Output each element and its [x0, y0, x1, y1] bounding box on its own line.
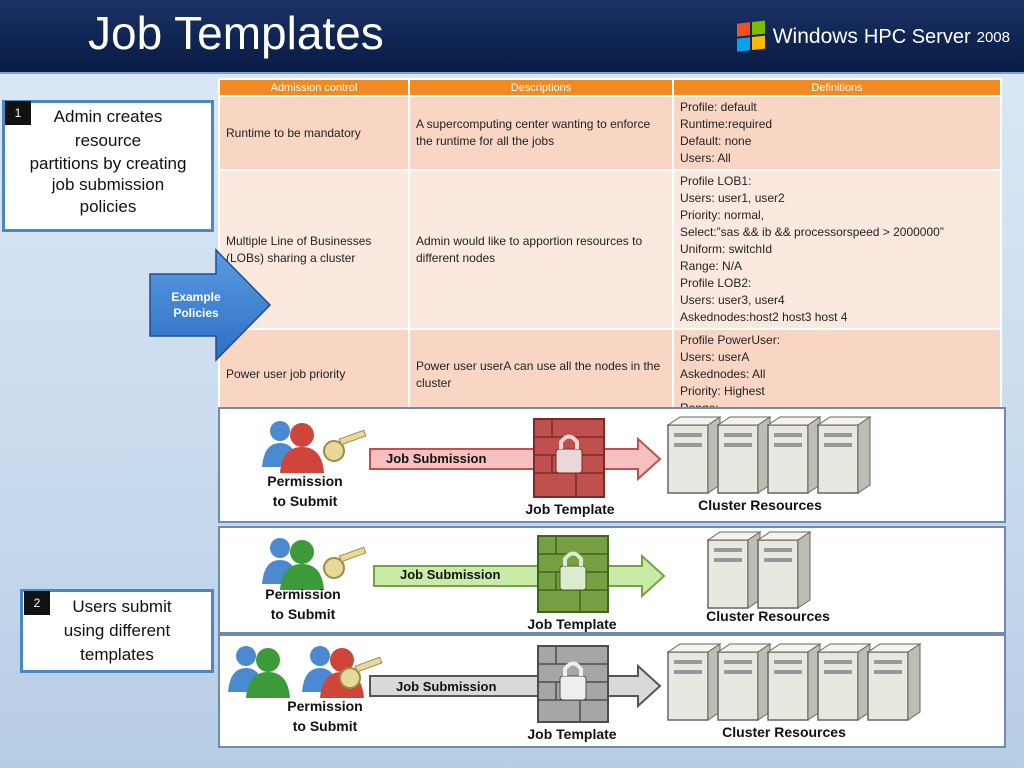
permission-label: Permission to Submit	[250, 471, 360, 511]
server-group	[662, 416, 872, 502]
brand-windows: Windows	[772, 25, 858, 48]
key-icon	[339, 656, 383, 689]
callout-users: Users submit using different templates	[20, 589, 214, 673]
job-template-label: Job Template	[527, 726, 617, 742]
definition-line: Profile: default	[680, 100, 757, 114]
definitions-cell: Profile LOB1: Users: user1, user2 Priori…	[672, 169, 1002, 330]
permission-line: Permission	[287, 698, 363, 714]
table-row: Power user job priority Power user userA…	[218, 328, 1002, 421]
permission-line: Permission	[265, 586, 341, 602]
definition-line: Runtime:required	[680, 117, 773, 131]
definition-line: Select:”sas && ib && processorspeed > 20…	[680, 225, 944, 239]
table-row: Multiple Line of Businesses (LOBs) shari…	[218, 169, 1002, 330]
example-policies-arrow	[149, 248, 272, 362]
firewall-lock-icon	[537, 645, 609, 723]
example-line: Policies	[173, 306, 219, 320]
definition-line: Priority: Highest	[680, 384, 765, 398]
firewall-lock-icon	[533, 418, 605, 498]
brand-product: HPC Server	[863, 25, 971, 48]
definition-line: Profile LOB1:	[680, 174, 752, 188]
brand-logo: Windows HPC Server 2008	[736, 20, 1010, 53]
permission-line: to Submit	[272, 493, 338, 509]
admission-control-cell: Runtime to be mandatory	[218, 95, 410, 171]
workflow-panel-2: Permission to Submit Job Submission Job …	[218, 526, 1006, 634]
server-group	[702, 531, 812, 617]
callout-line: policies	[79, 197, 137, 216]
permission-line: to Submit	[292, 718, 358, 734]
callout-line: resource	[74, 131, 142, 150]
server-group	[662, 643, 922, 729]
example-policies-label: Example Policies	[150, 289, 242, 321]
admission-control-cell: Power user job priority	[218, 328, 410, 421]
job-template-label: Job Template	[527, 616, 617, 632]
callout-line: Users submit	[72, 597, 172, 616]
job-submission-label: Job Submission	[396, 679, 497, 694]
description-cell: Power user userA can use all the nodes i…	[408, 328, 674, 421]
step-number-badge: 1	[5, 101, 31, 125]
column-header: Admission control	[218, 78, 410, 97]
cluster-servers-icon	[706, 531, 812, 609]
definition-line: Range: N/A	[680, 259, 743, 273]
definition-line: Askednodes: All	[680, 367, 766, 381]
windows-flag-icon	[736, 20, 767, 53]
key-icon	[323, 546, 367, 579]
brand-year: 2008	[976, 28, 1010, 46]
cluster-resources-label: Cluster Resources	[722, 724, 846, 740]
users-icon	[262, 421, 324, 473]
callout-line: job submission	[51, 175, 165, 194]
step-number-badge: 2	[24, 591, 50, 615]
key-icon	[323, 429, 367, 462]
cluster-servers-icon	[666, 416, 872, 494]
definition-line: Profile PowerUser:	[680, 333, 781, 347]
definition-line: Priority: normal,	[680, 208, 765, 222]
cluster-resources-label: Cluster Resources	[706, 608, 830, 624]
definition-line: Askednodes:host2 host3 host 4	[680, 310, 848, 324]
users-icon	[228, 646, 364, 698]
workflow-panel-3: Permission to Submit Job Submission Job …	[218, 634, 1006, 748]
firewall-lock-icon	[537, 535, 609, 613]
definitions-cell: Profile: default Runtime:required Defaul…	[672, 95, 1002, 171]
policy-table: Admission control Descriptions Definitio…	[218, 78, 1002, 421]
definition-line: Profile LOB2:	[680, 276, 752, 290]
callout-admin: Admin creates resource partitions by cre…	[2, 100, 214, 232]
permission-line: to Submit	[270, 606, 336, 622]
cluster-servers-icon	[666, 643, 922, 721]
workflow-panel-1: Permission to Submit Job Submission Job …	[218, 407, 1006, 523]
definition-line: Users: user3, user4	[680, 293, 785, 307]
callout-line: templates	[80, 645, 154, 664]
page-title: Job Templates	[88, 7, 384, 59]
job-submission-label: Job Submission	[386, 451, 487, 466]
callout-line: partitions by creating	[29, 154, 187, 173]
definition-line: Uniform: switchId	[680, 242, 773, 256]
title-bar: Job Templates Windows HPC Server 2008	[0, 0, 1024, 74]
permission-line: Permission	[267, 473, 343, 489]
column-header: Definitions	[672, 78, 1002, 97]
cluster-resources-label: Cluster Resources	[698, 497, 822, 513]
definitions-cell: Profile PowerUser: Users: userA Askednod…	[672, 328, 1002, 421]
description-cell: A supercomputing center wanting to enfor…	[408, 95, 674, 171]
definition-line: Users: All	[680, 151, 731, 165]
callout-line: using different	[63, 621, 171, 640]
example-line: Example	[171, 290, 221, 304]
column-header: Descriptions	[408, 78, 674, 97]
definition-line: Users: userA	[680, 350, 750, 364]
users-icon	[262, 538, 324, 590]
definition-line: Users: user1, user2	[680, 191, 785, 205]
definition-line: Default: none	[680, 134, 752, 148]
callout-line: Admin creates	[53, 107, 163, 126]
job-submission-label: Job Submission	[400, 567, 501, 582]
table-row: Runtime to be mandatory A supercomputing…	[218, 95, 1002, 171]
job-template-label: Job Template	[525, 501, 615, 517]
description-cell: Admin would like to apportion resources …	[408, 169, 674, 330]
permission-label: Permission to Submit	[248, 584, 358, 624]
permission-label: Permission to Submit	[270, 696, 380, 736]
